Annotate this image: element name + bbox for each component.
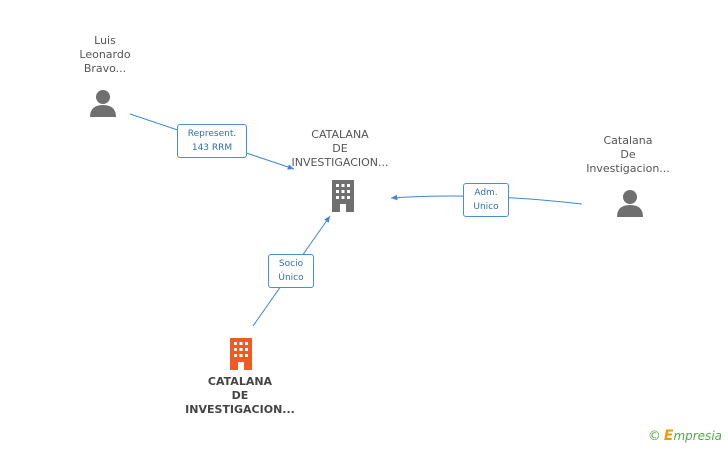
- edge-label-adm[interactable]: Adm. Unico: [463, 183, 509, 217]
- brand-rest: mpresia: [673, 429, 722, 443]
- node-label-company-center[interactable]: CATALANA DE INVESTIGACION...: [291, 128, 389, 169]
- person-icon[interactable]: [615, 188, 645, 218]
- empresia-logo: ©Empresia: [648, 428, 722, 444]
- node-label-catalana-person[interactable]: Catalana De Investigacion...: [586, 134, 670, 175]
- node-label-luis[interactable]: Luis Leonardo Bravo...: [79, 34, 131, 75]
- building-icon[interactable]: [327, 178, 359, 212]
- edge-label-socio[interactable]: Socio Único: [268, 254, 314, 288]
- person-icon[interactable]: [88, 88, 118, 118]
- edge-label-represent[interactable]: Represent. 143 RRM: [177, 124, 247, 158]
- building-icon[interactable]: [225, 336, 257, 370]
- brand-initial: E: [663, 428, 674, 444]
- node-label-company-main[interactable]: CATALANA DE INVESTIGACION...: [185, 375, 295, 416]
- copyright-symbol: ©: [647, 429, 661, 444]
